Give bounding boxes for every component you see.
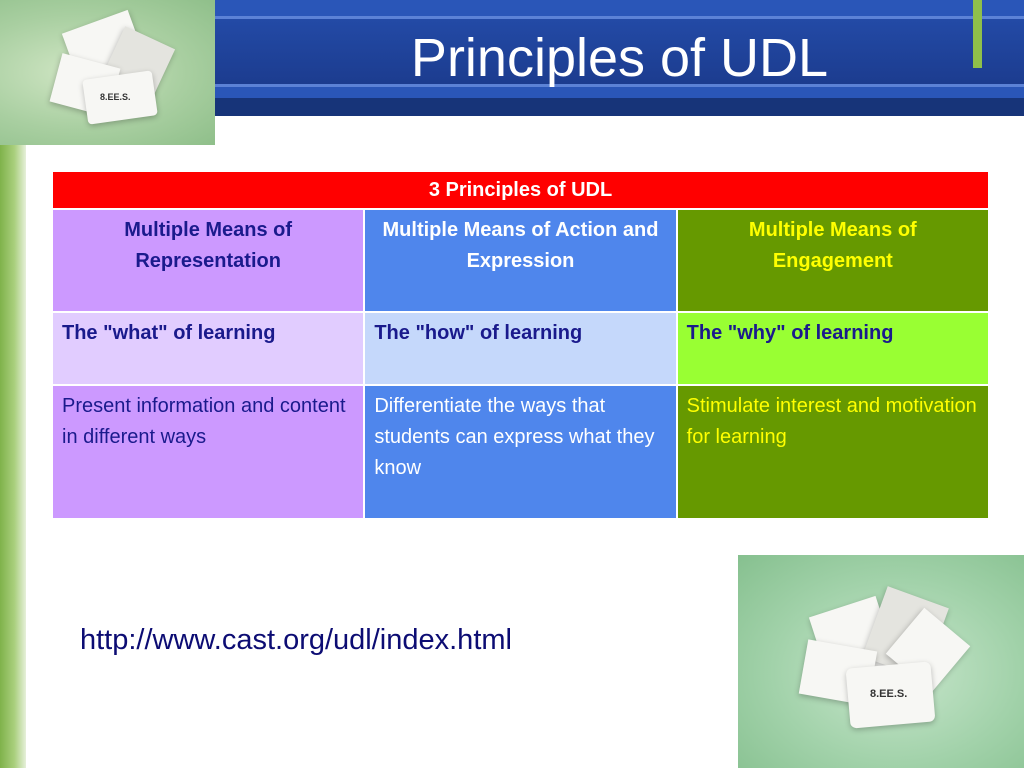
principle-focus-engagement: The "why" of learning — [675, 311, 991, 387]
principle-description-engagement: Stimulate interest and motivation for le… — [675, 384, 991, 520]
table-row: Multiple Means of Representation Multipl… — [50, 208, 991, 314]
principle-description-action-expression: Differentiate the ways that students can… — [363, 384, 678, 520]
principle-focus-action-expression: The "how" of learning — [363, 311, 678, 387]
left-accent-strip — [0, 145, 26, 768]
principle-name-representation: Multiple Means of Representation — [50, 208, 366, 314]
table-row: Present information and content in diffe… — [50, 384, 991, 520]
title-band — [215, 0, 1024, 116]
table-header: 3 Principles of UDL — [51, 169, 990, 211]
udl-principles-table: 3 Principles of UDL Multiple Means of Re… — [50, 169, 991, 520]
principle-name-engagement: Multiple Means of Engagement — [675, 208, 991, 314]
green-accent-bar — [973, 0, 982, 68]
principle-name-action-expression: Multiple Means of Action and Expression — [363, 208, 678, 314]
page-title: Principles of UDL — [410, 28, 829, 88]
fortune-teller-photo-bottom: 8.EE.S. — [738, 555, 1024, 768]
photo-top-label: 8.EE.S. — [100, 92, 131, 102]
photo-bottom-label: 8.EE.S. — [870, 688, 908, 700]
fortune-teller-photo-top: 8.EE.S. — [0, 0, 215, 145]
principle-focus-representation: The "what" of learning — [50, 311, 366, 387]
principle-description-representation: Present information and content in diffe… — [50, 384, 366, 520]
cast-udl-link[interactable]: http://www.cast.org/udl/index.html — [80, 624, 512, 656]
table-row: The "what" of learning The "how" of lear… — [50, 311, 991, 387]
